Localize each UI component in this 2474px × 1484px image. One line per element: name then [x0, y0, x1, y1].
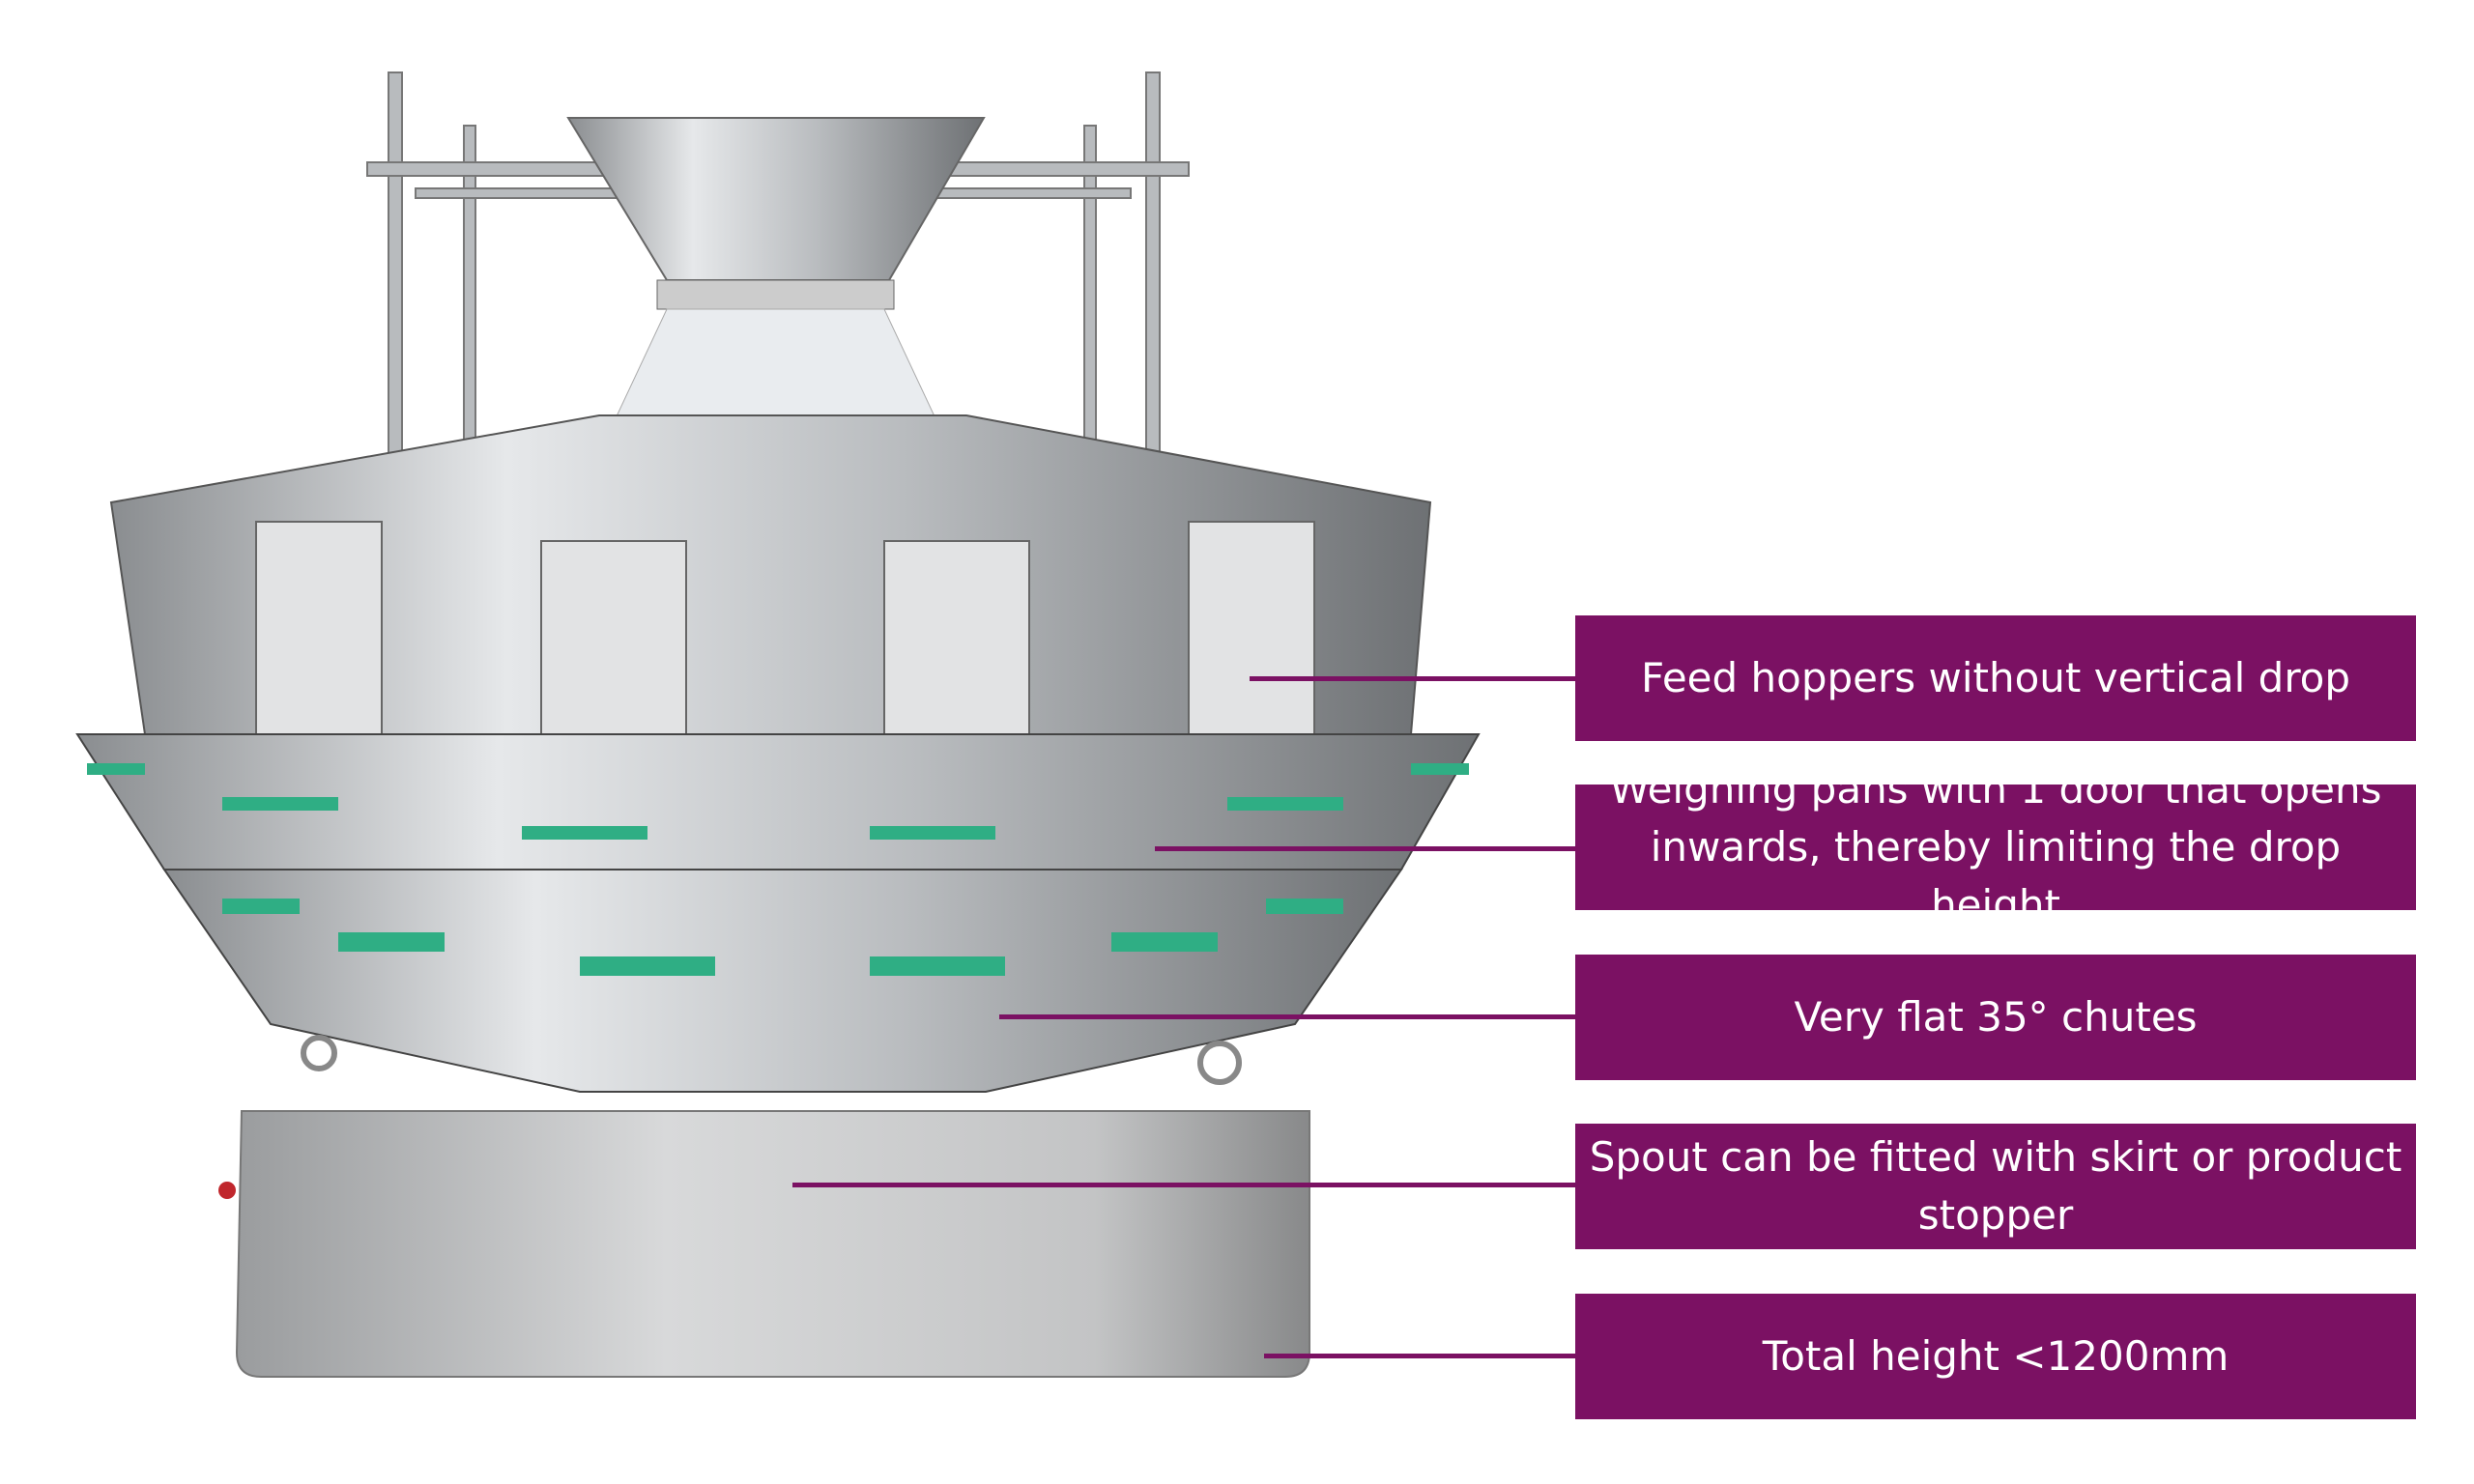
emergency-stop [218, 1182, 236, 1199]
callout-chutes: Very flat 35° chutes [1575, 955, 2416, 1080]
callout-label: Feed hoppers without vertical drop [1640, 654, 2351, 701]
leader-line-weighing-pans [1155, 846, 1575, 851]
top-funnel [566, 117, 986, 281]
callout-spout: Spout can be fitted with skirt or produc… [1575, 1124, 2416, 1249]
callout-label: Weighing pans with 1 door that opens inw… [1609, 765, 2382, 928]
machine-base [235, 1110, 1310, 1378]
callout-label: Total height <1200mm [1762, 1332, 2229, 1380]
callout-label: Spout can be fitted with skirt or produc… [1589, 1133, 2402, 1239]
callout-feed-hoppers: Feed hoppers without vertical drop [1575, 615, 2416, 741]
leader-line-total-height [1264, 1354, 1575, 1358]
frame-posts [366, 71, 1190, 479]
leader-line-chutes [999, 1014, 1575, 1019]
callout-weighing-pans: Weighing pans with 1 door that opens inw… [1575, 765, 2416, 928]
multihead-weigher-photo [75, 71, 1481, 1378]
callout-label: Very flat 35° chutes [1794, 993, 2198, 1041]
leader-line-spout [792, 1183, 1575, 1187]
leader-line-feed-hoppers [1250, 676, 1575, 681]
callout-total-height: Total height <1200mm [1575, 1294, 2416, 1419]
discharge-chutes [162, 869, 1403, 1093]
